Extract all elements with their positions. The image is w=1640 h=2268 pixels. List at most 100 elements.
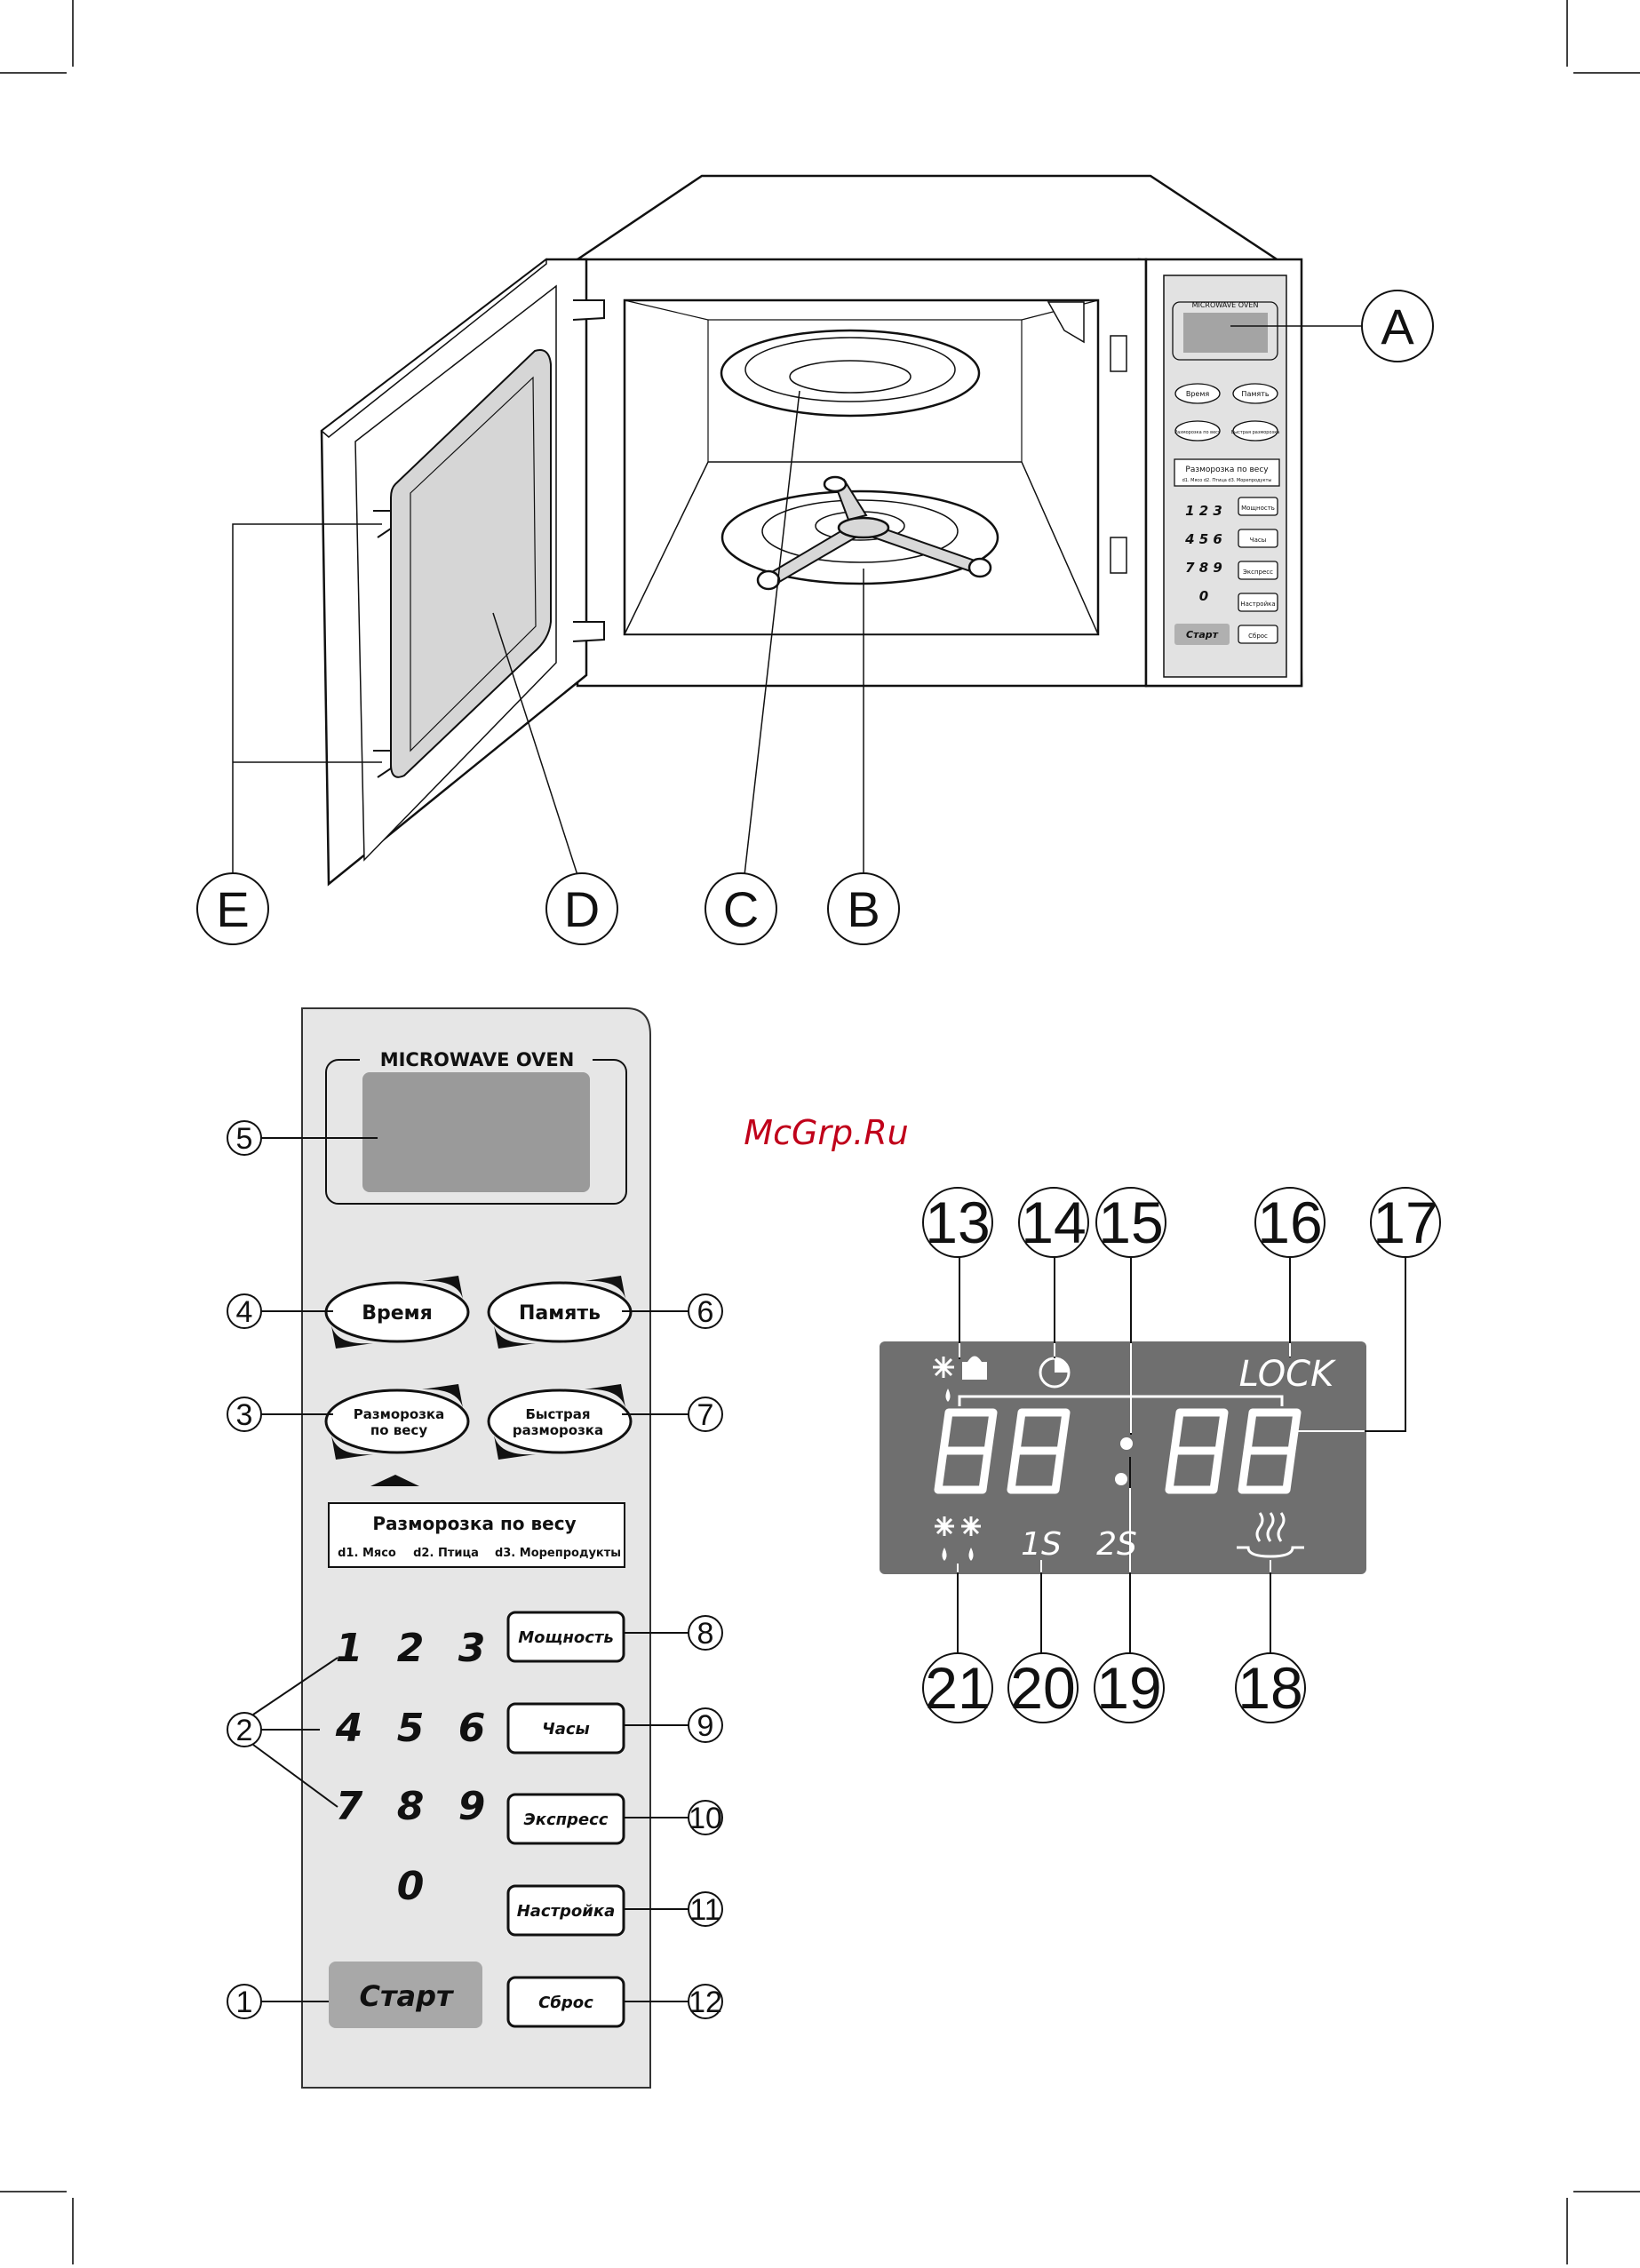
clock-button[interactable]: Часы [506,1702,625,1755]
label-E: E [216,881,249,937]
mini-panel-title: MICROWAVE OVEN [1192,301,1259,309]
digit-4 [1238,1408,1302,1494]
callout-4: 4 [236,1295,253,1329]
defrost-indicator-arrow [370,1475,419,1486]
key-5[interactable]: 5 [397,1706,425,1751]
key-9[interactable]: 9 [458,1784,486,1829]
oven-letter-callouts: A B C D E [196,290,1434,945]
panel-title: MICROWAVE OVEN [380,1049,575,1070]
keypad: 1 2 3 4 5 6 7 8 9 0 [335,1626,486,1909]
mini-btn-memory: Память [1241,390,1269,398]
oval-buttons: Время Память Разморозка по весу Быстрая [324,1276,633,1460]
watermark: McGrp.Ru [744,1113,908,1152]
settings-button-label: Настройка [517,1902,616,1921]
quick-defrost-icon [935,1516,981,1561]
express-button-label: Экспресс [524,1810,609,1829]
key-1[interactable]: 1 [336,1626,363,1671]
mini-btn-reset: Сброс [1248,633,1268,640]
digit-3 [1165,1408,1229,1494]
panel-leader-lines [252,1137,689,2002]
defrost-weight-button[interactable]: Разморозка по весу [324,1384,470,1460]
roller-ring [720,475,999,591]
defrost-d1: d1. Мясо [338,1547,396,1560]
colon-dot-top [1120,1437,1133,1450]
power-button[interactable]: Мощность [506,1611,625,1663]
callout-2: 2 [236,1714,253,1747]
defrost-weight-icon [933,1356,987,1402]
settings-button[interactable]: Настройка [506,1884,625,1937]
callout-9: 9 [697,1709,714,1743]
mini-keys-row3: 7 8 9 [1185,560,1222,576]
callout-10: 10 [689,1802,722,1835]
express-button[interactable]: Экспресс [506,1793,625,1845]
callout-1: 1 [236,1985,253,2019]
callout-7: 7 [697,1398,714,1432]
display-callouts: 13 14 15 16 17 21 20 19 18 [922,1187,1441,1723]
defrost-weight-label-2: по весу [370,1422,427,1438]
mini-defrost-box: Разморозка по весу [1185,466,1269,474]
clock-button-label: Часы [542,1720,590,1739]
callout-17: 17 [1373,1190,1437,1255]
mini-defrost-sub: d1. Мясо d2. Птица d3. Морепродукты [1182,478,1272,483]
stage-2-indicator: 2S [1096,1526,1137,1563]
callout-14: 14 [1021,1190,1086,1255]
panel-callouts: 1 2 3 4 5 6 7 8 9 10 11 12 [227,1120,723,2019]
reset-button[interactable]: Сброс [506,1976,625,2028]
callout-20: 20 [1010,1655,1075,1721]
label-B: B [847,881,880,937]
power-button-label: Мощность [518,1628,613,1647]
label-A: A [1381,298,1414,354]
callout-8: 8 [697,1617,714,1651]
start-button[interactable]: Старт [329,1962,482,2028]
mini-btn-power: Мощность [1241,505,1275,512]
callout-12: 12 [689,1985,722,2019]
callout-19: 19 [1096,1655,1161,1721]
label-D: D [564,881,600,937]
fast-defrost-button[interactable]: Быстрая разморозка [487,1384,633,1460]
key-8[interactable]: 8 [397,1784,425,1829]
callout-3: 3 [236,1398,253,1432]
rect-buttons: Мощность Часы Экспресс Настройка Сброс С… [329,1611,625,2028]
start-button-label: Старт [359,1979,455,2013]
mini-control-panel [1172,301,1280,645]
key-2[interactable]: 2 [397,1626,425,1671]
colon-dot-bottom [1115,1473,1127,1485]
glass-tray [720,329,981,418]
defrost-box: Разморозка по весу d1. Мясо d2. Птица d3… [328,1502,625,1568]
key-4[interactable]: 4 [335,1706,363,1751]
callout-16: 16 [1257,1190,1322,1255]
fast-defrost-label-1: Быстрая [525,1406,590,1422]
label-C: C [723,881,759,937]
control-panel: MICROWAVE OVEN Время Память Разморозка [227,1007,723,2089]
mini-btn-time: Время [1186,390,1210,398]
mini-btn-settings: Настройка [1240,601,1275,608]
callout-13: 13 [925,1190,990,1255]
fast-defrost-label-2: разморозка [513,1422,603,1438]
callout-15: 15 [1098,1190,1163,1255]
mini-btn-start: Старт [1186,629,1219,641]
mini-btn-express: Экспресс [1243,569,1273,576]
key-6[interactable]: 6 [458,1706,486,1751]
key-3[interactable]: 3 [458,1626,486,1671]
mini-btn-fast-defrost: Быстрая разморозка [1231,430,1280,435]
mini-btn-clock: Часы [1250,537,1266,544]
oven-top [574,174,1302,275]
mini-keys-row4: 0 [1199,588,1208,604]
lcd-display: LOCK 1S 2S [880,1187,1441,1723]
oven-door [320,258,605,887]
defrost-d3: d3. Морепродукты [495,1547,621,1560]
lcd-digits [934,1408,1302,1494]
mini-panel-text: MICROWAVE OVEN Время Память Разморозка п… [1174,301,1279,641]
mini-btn-defrost: Разморозка по весу [1174,430,1221,435]
key-7[interactable]: 7 [336,1784,363,1829]
stage-1-indicator: 1S [1021,1526,1062,1563]
cooking-icon [1237,1512,1304,1558]
callout-21: 21 [925,1655,990,1721]
callout-5: 5 [236,1122,253,1156]
key-0[interactable]: 0 [397,1864,425,1909]
memory-button-label: Память [519,1302,601,1325]
defrost-d2: d2. Птица [413,1547,479,1560]
